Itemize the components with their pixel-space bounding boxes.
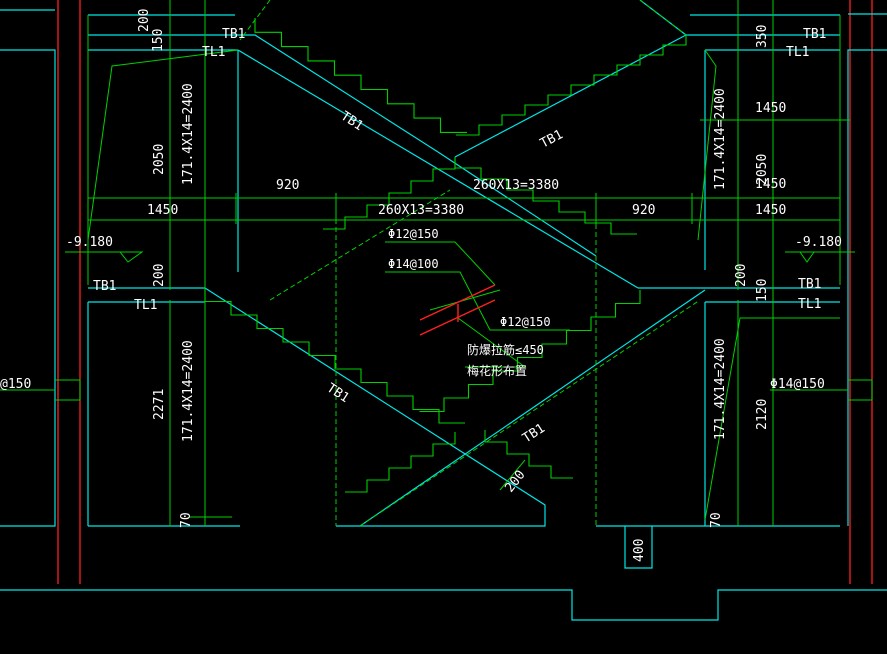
dashed-diag-lower: [359, 299, 701, 527]
label-tb1-flight-lower-right: TB1: [520, 421, 548, 446]
steps-lower-rtl: [419, 290, 641, 413]
flight-upper-rtl-a: [454, 34, 687, 158]
dim-200-diag: 200: [502, 468, 528, 496]
steps-mid-rtl: [323, 157, 456, 230]
dashed-lines: [239, 0, 701, 527]
label-tl1-mid-left: TL1: [134, 298, 157, 313]
label-tb1-mid-left: TB1: [93, 279, 116, 294]
bottom-pit: [596, 525, 653, 569]
tl1-right-lower: [704, 317, 840, 521]
dim-1450-right-c: 1450: [755, 203, 786, 218]
dim-150-top-left: 150: [151, 29, 166, 52]
dim-171-upper-left: 171.4X14=2400: [181, 83, 196, 185]
label-tb1-top-right: TB1: [803, 27, 826, 42]
rebar-symbol: [419, 284, 496, 336]
label-tb1-flight-lower-left: TB1: [324, 381, 352, 406]
label-elev-left: -9.180: [66, 235, 113, 250]
dim-2050-right: 2050: [755, 154, 770, 185]
label-rebar-left-edge: @150: [0, 377, 31, 392]
dimension-texts: 200 150 2050 171.4X14=2400 920 1450 260X…: [137, 9, 786, 562]
label-note-line1: 防爆拉筋≤450: [467, 342, 544, 357]
leader-rebar-12-top: [385, 241, 496, 286]
dim-920-right: 920: [632, 203, 655, 218]
dim-171-lower-right: 171.4X14=2400: [713, 338, 728, 440]
dim-200-mid-left: 200: [152, 264, 167, 287]
steps-upper-ltr: [254, 18, 467, 133]
steps-bottom-rtl: [345, 432, 456, 493]
left-anchor: [55, 379, 81, 401]
tl1-right-upper: [697, 49, 717, 241]
right-anchor: [848, 379, 873, 401]
label-tl1-mid-right: TL1: [798, 297, 821, 312]
dim-200-diag: [499, 459, 526, 491]
stair-steps: [204, 18, 687, 493]
dim-260-upper: 260X13=3380: [473, 178, 559, 193]
label-rebar-12-top: Φ12@150: [388, 227, 439, 241]
label-tl1-top-left: TL1: [202, 45, 225, 60]
dim-171-upper-right: 171.4X14=2400: [713, 88, 728, 190]
label-note-line2: 梅花形布置: [467, 363, 527, 378]
steps-upper-rtl: [456, 35, 687, 136]
dim-2271-left: 2271: [152, 389, 167, 420]
label-tb1-flight-upper-right: TB1: [538, 127, 566, 151]
tl1-left-upper: [87, 49, 239, 241]
dim-920-left: 920: [276, 178, 299, 193]
dashed-diag-upper: [269, 189, 451, 301]
label-tb1-top-left: TB1: [222, 27, 245, 42]
label-elev-right: -9.180: [795, 235, 842, 250]
label-rebar-14: Φ14@100: [388, 257, 439, 271]
rebar-bracket-line: [429, 289, 501, 311]
leader-note: [457, 317, 527, 368]
elev-marker-right: [785, 251, 855, 263]
label-tb1-mid-right: TB1: [798, 277, 821, 292]
dim-1450-right-b: 1450: [755, 177, 786, 192]
dim-200-mid-right: 200: [734, 264, 749, 287]
steps-mid-ltr: [454, 157, 637, 235]
label-rebar-12-right: Φ12@150: [500, 315, 551, 329]
leader-rebar-14: [385, 271, 570, 331]
steps-lower-ltr: [204, 288, 465, 424]
flight-upper-ltr-b: [437, 151, 597, 257]
dimension-lines: [0, 0, 873, 526]
dim-70-right: 70: [709, 512, 724, 528]
elev-marker-left: [65, 251, 144, 263]
dim-200-top-left: 200: [137, 9, 152, 32]
dim-2050-left: 2050: [152, 144, 167, 175]
dim-1450-left: 1450: [147, 203, 178, 218]
steps-bottom-ltr: [484, 430, 573, 479]
right-wall-panel: [847, 49, 887, 526]
dim-70-left: 70: [179, 512, 194, 528]
dim-150-mid-right: 150: [755, 279, 770, 302]
foundation-outline: [0, 589, 887, 621]
dim-260-lower: 260X13=3380: [378, 203, 464, 218]
dim-350-right: 350: [755, 25, 770, 48]
slab-outlines: [0, 0, 887, 621]
label-rebar-right-wall: Φ14@150: [770, 377, 825, 392]
label-tb1-flight-upper-left: TB1: [338, 109, 366, 134]
dim-171-lower-left: 171.4X14=2400: [181, 340, 196, 442]
flight-lower-rtl: [359, 289, 706, 527]
left-wall-panel: [0, 49, 56, 527]
rebar-line-b: [419, 284, 496, 321]
dim-1450-right-a: 1450: [755, 101, 786, 116]
dashed-top-left: [239, 0, 271, 41]
dim-400-bottom: 400: [632, 539, 647, 562]
label-tl1-top-right: TL1: [786, 45, 809, 60]
dashed-top-right: [639, 0, 687, 36]
columns: [57, 0, 873, 584]
dim-2120-right: 2120: [755, 399, 770, 430]
mid-left-landing-flight: [88, 287, 546, 527]
top-left-landing-slab: [88, 34, 439, 153]
